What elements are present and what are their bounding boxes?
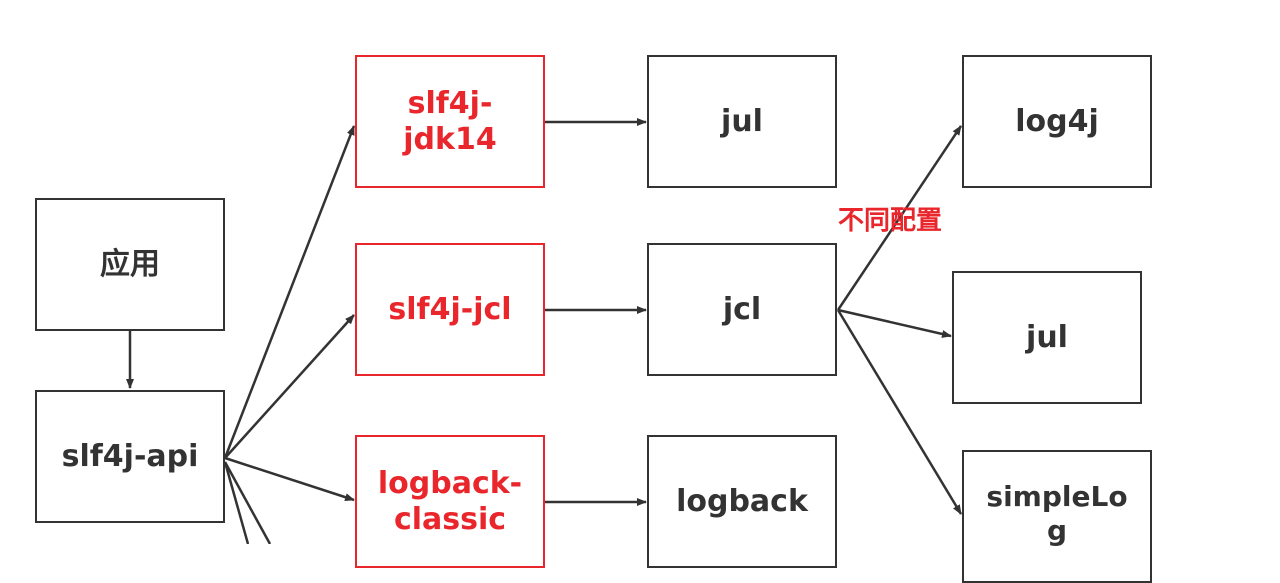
node-app-label: 应用 bbox=[100, 246, 160, 282]
node-logback-classic-label: logback- classic bbox=[377, 465, 523, 537]
edge-api-to-jcl-binding bbox=[224, 314, 355, 459]
node-logback-label: logback bbox=[676, 483, 808, 519]
node-simplelog: simpleLo g bbox=[962, 450, 1152, 583]
node-log4j: log4j bbox=[962, 55, 1152, 188]
config-annotation: 不同配置 bbox=[838, 206, 943, 236]
node-log4j-label: log4j bbox=[1015, 103, 1099, 139]
edge-api-to-jdk14 bbox=[223, 125, 356, 459]
edge-jcl-to-jul bbox=[837, 308, 952, 338]
node-logback: logback bbox=[647, 435, 837, 568]
edge-api-to-logback-classic bbox=[224, 456, 355, 502]
node-slf4j-jdk14: slf4j- jdk14 bbox=[355, 55, 545, 188]
node-jcl: jcl bbox=[647, 243, 837, 376]
node-slf4j-jcl-label: slf4j-jcl bbox=[388, 291, 512, 327]
edge-api-offscreen-1 bbox=[223, 461, 272, 544]
edge-api-offscreen-2 bbox=[223, 461, 250, 544]
architecture-diagram bbox=[126, 118, 963, 544]
edge-jcl-to-simplelog bbox=[836, 309, 963, 515]
edge-jcl-to-log4j bbox=[836, 125, 963, 311]
node-jul-1-label: jul bbox=[721, 103, 763, 139]
node-slf4j-jdk14-label: slf4j- jdk14 bbox=[403, 85, 497, 157]
node-app: 应用 bbox=[35, 198, 225, 331]
node-jul-2: jul bbox=[952, 271, 1142, 404]
node-simplelog-label: simpleLo g bbox=[986, 480, 1128, 547]
node-slf4j-api-label: slf4j-api bbox=[61, 438, 199, 474]
node-jul-2-label: jul bbox=[1026, 319, 1068, 355]
node-slf4j-api: slf4j-api bbox=[35, 390, 225, 523]
node-jcl-label: jcl bbox=[722, 291, 762, 327]
node-slf4j-jcl: slf4j-jcl bbox=[355, 243, 545, 376]
node-jul-1: jul bbox=[647, 55, 837, 188]
node-logback-classic: logback- classic bbox=[355, 435, 545, 568]
